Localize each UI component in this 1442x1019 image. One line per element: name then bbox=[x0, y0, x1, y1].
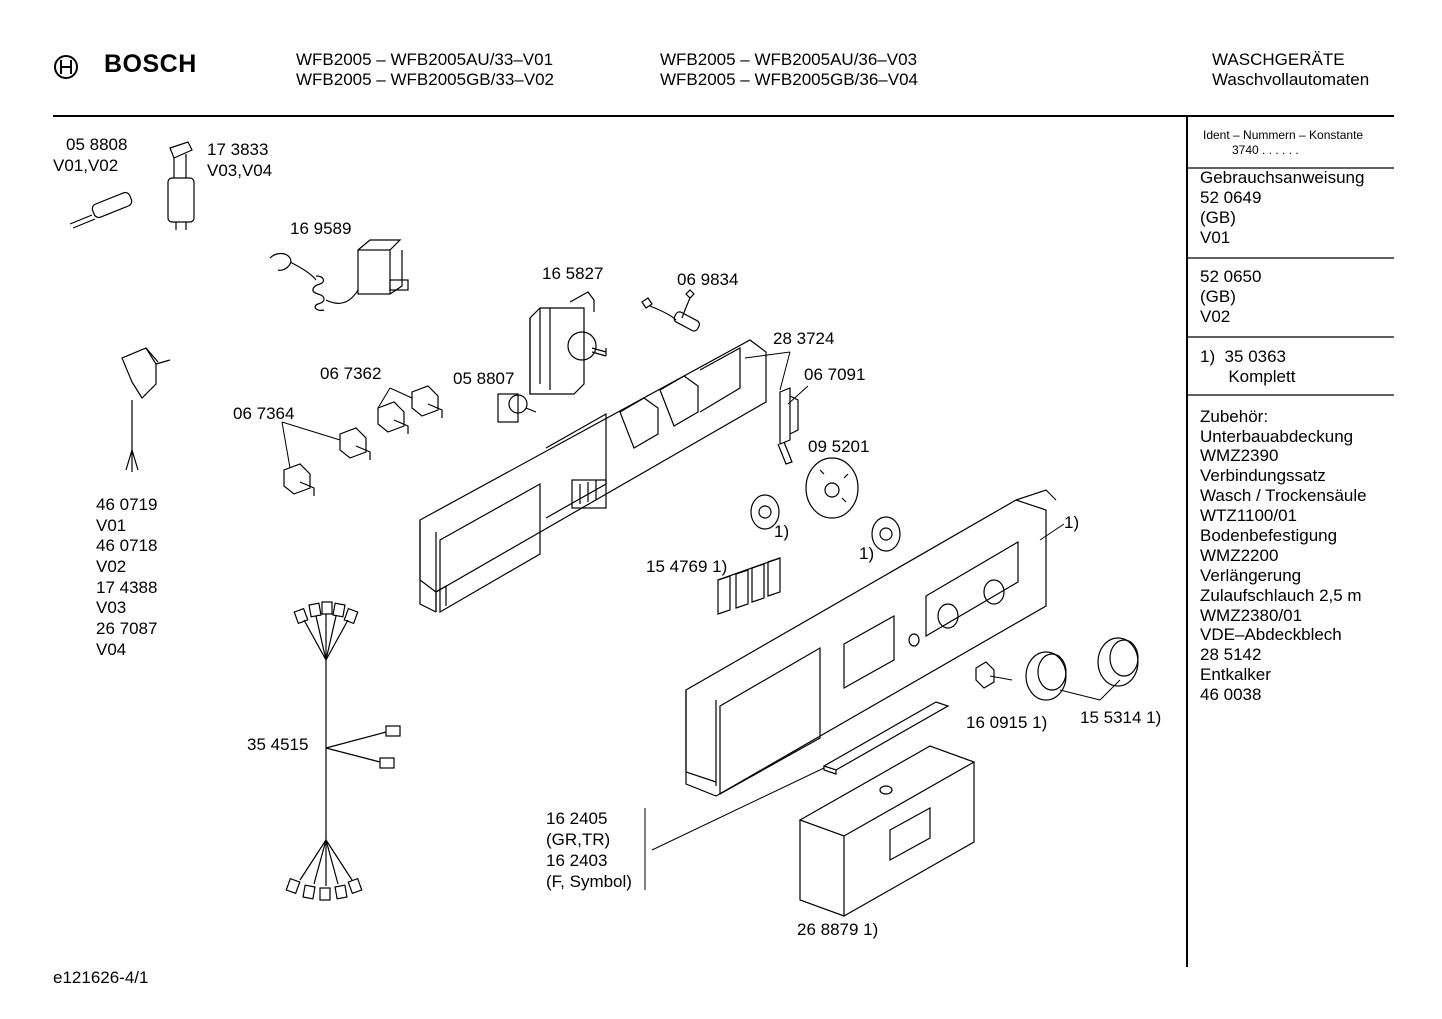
bosch-logo-icon bbox=[54, 55, 78, 79]
part-variant: V01,V02 bbox=[53, 156, 119, 175]
ident-title: Ident – Nummern – Konstante bbox=[1203, 128, 1364, 142]
display-window-part bbox=[822, 701, 950, 775]
part-label: 16 2405 bbox=[546, 809, 608, 828]
sidebar-line: Gebrauchsanweisung bbox=[1200, 168, 1365, 187]
part-label: 16 2403 bbox=[546, 851, 608, 870]
sidebar-line: Komplett bbox=[1200, 366, 1296, 386]
lever-part bbox=[777, 387, 799, 465]
sidebar-line: (GB) bbox=[1200, 207, 1236, 227]
sidebar-line: Unterbauabdeckung bbox=[1200, 426, 1354, 446]
window-part-list: 16 2405 (GR,TR) 16 2403 (F, Symbol) bbox=[546, 808, 632, 892]
cable-part-list: 46 0719 V01 46 0718 V02 17 4388 V03 26 7… bbox=[96, 495, 157, 661]
part-label: 46 0719 bbox=[96, 495, 158, 514]
suppressor-part bbox=[69, 191, 133, 229]
programmer-part bbox=[529, 291, 607, 395]
part-variant: V02 bbox=[96, 557, 127, 577]
sidebar-line: Entkalker bbox=[1200, 665, 1271, 685]
knob-part bbox=[975, 637, 1139, 701]
brand-name: BOSCH bbox=[104, 50, 197, 78]
part-label: 05 8807 bbox=[453, 369, 515, 388]
part-label: 16 0915 1) bbox=[966, 713, 1048, 732]
detergent-drawer-part bbox=[798, 745, 976, 917]
sidebar-spacer bbox=[1200, 387, 1367, 407]
part-label: 17 3833 bbox=[207, 140, 269, 159]
capacitor-part bbox=[167, 141, 195, 230]
sidebar-spacer bbox=[1200, 327, 1367, 347]
part-label: 26 8879 1) bbox=[797, 920, 879, 939]
sidebar-line: VDE–Abdeckblech bbox=[1200, 625, 1342, 645]
part-label: 26 7087 bbox=[96, 619, 158, 639]
document-id: e121626-4/1 bbox=[53, 968, 149, 987]
part-variant: V03,V04 bbox=[207, 161, 273, 180]
part-label: 16 9589 bbox=[290, 219, 352, 238]
sidebar-line: 46 0038 bbox=[1200, 685, 1262, 705]
ident-value: 3740 . . . . . . bbox=[1232, 143, 1299, 157]
part-label: 15 4769 1) bbox=[646, 557, 728, 576]
switch-part bbox=[283, 385, 443, 496]
part-variant: (GR,TR) bbox=[546, 830, 611, 849]
temperature-selector-part bbox=[269, 239, 409, 311]
part-variant: V03 bbox=[96, 598, 127, 618]
part-label: 28 3724 bbox=[773, 329, 835, 348]
category-subtitle: Waschvollautomaten bbox=[1212, 70, 1370, 89]
sidebar-line: V01 bbox=[1200, 227, 1231, 247]
sidebar-line: 52 0650 bbox=[1200, 267, 1262, 287]
part-label: 09 5201 bbox=[808, 437, 870, 456]
sidebar-line: Wasch / Trockensäule bbox=[1200, 486, 1367, 506]
model-line: WFB2005 – WFB2005AU/33–V01 bbox=[296, 50, 554, 69]
sidebar-line: V02 bbox=[1200, 307, 1231, 327]
part-variant: V01 bbox=[96, 515, 127, 535]
model-line: WFB2005 – WFB2005GB/36–V04 bbox=[660, 70, 918, 89]
part-label: 06 7091 bbox=[804, 365, 866, 384]
part-label: 17 4388 bbox=[96, 577, 158, 597]
part-variant: V04 bbox=[96, 639, 127, 659]
model-line: WFB2005 – WFB2005AU/36–V03 bbox=[660, 50, 918, 69]
part-label: 06 7364 bbox=[233, 404, 295, 423]
indicator-lamp-part bbox=[641, 289, 701, 332]
sidebar-line: 1) 35 0363 bbox=[1200, 347, 1287, 367]
footnote-marker: 1) bbox=[1064, 513, 1080, 532]
part-label: 06 9834 bbox=[677, 270, 739, 289]
footnote-marker: 1) bbox=[859, 544, 875, 563]
part-label: 06 7362 bbox=[320, 364, 382, 383]
sidebar-line: Zubehör: bbox=[1200, 406, 1269, 426]
sidebar-line: Verbindungssatz bbox=[1200, 466, 1326, 486]
model-line: WFB2005 – WFB2005GB/33–V02 bbox=[296, 70, 554, 89]
potentiometer-part bbox=[497, 393, 537, 423]
sidebar-line: Verlängerung bbox=[1200, 565, 1302, 585]
sidebar-spacer bbox=[1200, 248, 1367, 268]
part-label: 15 5314 1) bbox=[1080, 708, 1162, 727]
sidebar-line: 52 0649 bbox=[1200, 187, 1262, 207]
sidebar-line: Zulaufschlauch 2,5 m bbox=[1200, 585, 1362, 605]
mains-cable-part bbox=[121, 347, 171, 472]
part-label: 05 8808 bbox=[66, 135, 128, 154]
sidebar-line: WMZ2380/01 bbox=[1200, 605, 1303, 625]
sidebar-line: 28 5142 bbox=[1200, 645, 1262, 665]
footnote-marker: 1) bbox=[774, 522, 790, 541]
sidebar-line: WTZ1100/01 bbox=[1200, 506, 1298, 526]
sidebar-line: Bodenbefestigung bbox=[1200, 526, 1338, 546]
push-keys-part bbox=[717, 557, 781, 615]
wiring-harness-part bbox=[285, 601, 401, 901]
part-variant: (F, Symbol) bbox=[546, 872, 632, 891]
sidebar-line: WMZ2200 bbox=[1200, 545, 1279, 565]
part-label: 16 5827 bbox=[542, 264, 604, 283]
panel-bracket-part bbox=[419, 339, 767, 614]
category-title: WASCHGERÄTE bbox=[1212, 50, 1345, 69]
bearing-disc-part bbox=[750, 457, 901, 552]
part-label: 46 0718 bbox=[96, 536, 158, 556]
front-panel-part bbox=[685, 489, 1057, 797]
sidebar-line: WMZ2390 bbox=[1200, 446, 1279, 466]
sidebar-line: (GB) bbox=[1200, 287, 1236, 307]
leader-lines bbox=[281, 351, 1121, 890]
part-label: 35 4515 bbox=[247, 735, 309, 754]
